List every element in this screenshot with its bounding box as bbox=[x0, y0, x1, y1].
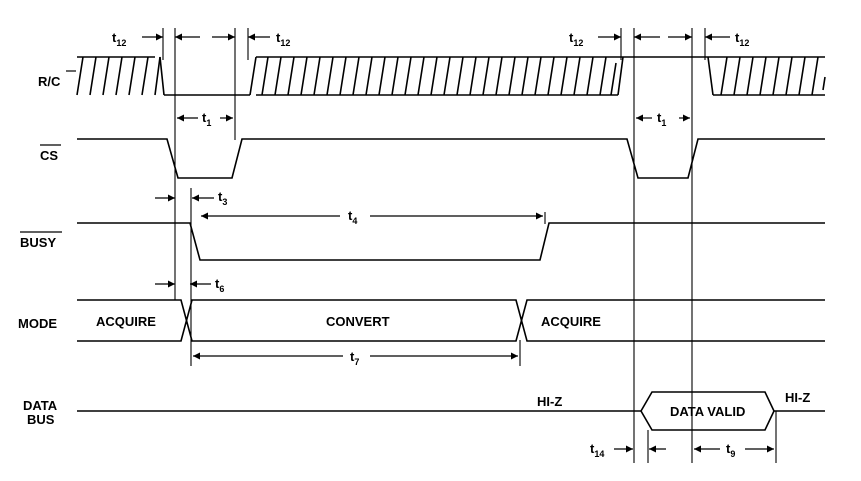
mode-waveform bbox=[77, 299, 825, 342]
dimension-arrows bbox=[142, 33, 774, 453]
timing-label-t9: t9 bbox=[726, 441, 735, 459]
svg-text:BUS: BUS bbox=[27, 412, 55, 427]
svg-text:R/C: R/C bbox=[38, 74, 61, 89]
databus-waveform bbox=[77, 391, 825, 431]
mode-acquire-label-2: ACQUIRE bbox=[541, 314, 601, 329]
svg-text:BUSY: BUSY bbox=[20, 235, 56, 250]
timing-label-t6: t6 bbox=[215, 276, 224, 294]
timing-label-t12-b: t12 bbox=[276, 30, 290, 48]
timing-label-t1-b: t1 bbox=[657, 110, 666, 128]
cs-waveform bbox=[77, 138, 825, 179]
timing-labels: t12 t12 t12 t12 t1 t1 t3 t4 t6 t7 t14 t9 bbox=[112, 30, 749, 459]
signal-label-busy: BUSY bbox=[20, 231, 62, 250]
timing-label-t7: t7 bbox=[350, 349, 359, 367]
databus-hiz-label-2: HI-Z bbox=[785, 390, 810, 405]
databus-data-valid-label: DATA VALID bbox=[670, 404, 745, 419]
state-labels: ACQUIRE CONVERT ACQUIRE HI-Z DATA VALID … bbox=[96, 314, 810, 419]
signal-label-cs: CS bbox=[40, 144, 61, 163]
signal-label-rc: R/C bbox=[38, 70, 76, 89]
svg-text:DATA: DATA bbox=[23, 398, 58, 413]
signal-label-databus: DATA BUS bbox=[23, 398, 58, 427]
timing-label-t12-d: t12 bbox=[735, 30, 749, 48]
busy-waveform bbox=[77, 222, 825, 261]
timing-label-t4: t4 bbox=[348, 208, 357, 226]
timing-label-t14: t14 bbox=[590, 441, 604, 459]
timing-label-t12-c: t12 bbox=[569, 30, 583, 48]
timing-label-t12-a: t12 bbox=[112, 30, 126, 48]
databus-hiz-label-1: HI-Z bbox=[537, 394, 562, 409]
svg-text:CS: CS bbox=[40, 148, 58, 163]
guide-lines bbox=[162, 28, 777, 463]
rc-waveform bbox=[76, 56, 826, 96]
timing-label-t3: t3 bbox=[218, 189, 227, 207]
timing-label-t1-a: t1 bbox=[202, 110, 211, 128]
mode-convert-label: CONVERT bbox=[326, 314, 390, 329]
mode-acquire-label-1: ACQUIRE bbox=[96, 314, 156, 329]
signal-label-mode: MODE bbox=[18, 316, 57, 331]
